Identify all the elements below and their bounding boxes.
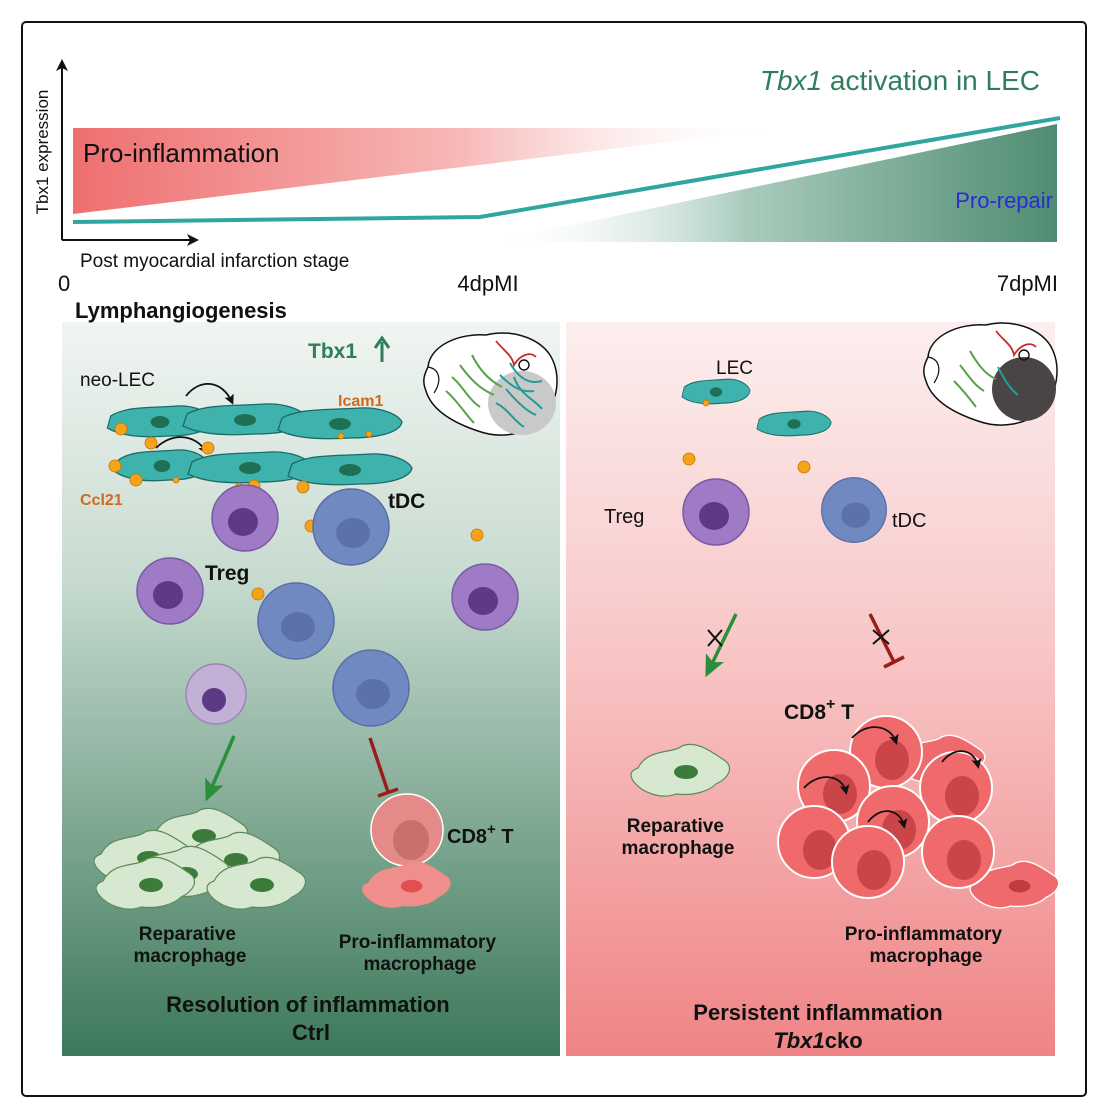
- cko-panel: LEC Treg tDC Reparative: [566, 322, 1060, 1056]
- tdc-cell: [257, 582, 335, 660]
- tbx1-expression-line: [72, 116, 1061, 224]
- treg-cell: [211, 484, 279, 552]
- timeline-section: Tbx1 expression Post myocardial infarcti…: [33, 59, 1061, 296]
- treg-label: Treg: [604, 506, 644, 528]
- cd8-t-label: CD8+ T: [784, 696, 854, 724]
- cd8-t-label: CD8+ T: [447, 821, 514, 848]
- treg-cell: [451, 563, 519, 631]
- heart-icon: [423, 332, 558, 436]
- cko-footer-title: Persistent inflammation: [693, 1000, 942, 1025]
- neo-lec-label: neo-LEC: [80, 370, 155, 391]
- cko-footer-genotype: Tbx1cko: [773, 1028, 862, 1053]
- up-arrow-icon: [373, 335, 391, 362]
- tbx1-up-label: Tbx1: [308, 340, 357, 363]
- ccl21-label: Ccl21: [80, 492, 123, 509]
- treg-cell: [136, 557, 204, 625]
- pro-inflammatory-macrophage: [362, 861, 451, 908]
- tick-start: 0: [58, 271, 70, 296]
- timeline-title: Tbx1 activation in LEC: [760, 65, 1040, 96]
- ccl21-ligands: [108, 422, 484, 601]
- ctrl-footer-title: Resolution of inflammation Ctrl: [166, 992, 456, 1045]
- icam1-label: Icam1: [338, 393, 383, 410]
- proliferation-arrows: [803, 726, 982, 829]
- lec-label: LEC: [716, 358, 753, 379]
- pro-inflammatory-macrophage-label: Pro-inflammatory macrophage: [845, 924, 1008, 967]
- treg-cell: [682, 478, 750, 546]
- tdc-cell: [821, 477, 887, 543]
- treg-label: Treg: [205, 562, 249, 585]
- pro-repair-label: Pro-repair: [955, 188, 1053, 213]
- inhibit-arrow-icon: [368, 737, 399, 798]
- tdc-label: tDC: [388, 490, 425, 513]
- pro-inflammation-label: Pro-inflammation: [83, 138, 280, 168]
- tick-7dpmi: 7dpMI: [997, 271, 1058, 296]
- reparative-macrophage-label: Reparative macrophage: [134, 924, 247, 967]
- cko-panel-background: [566, 322, 1055, 1056]
- tdc-cell: [332, 649, 410, 727]
- pro-inflammatory-macrophage-label: Pro-inflammatory macrophage: [339, 932, 502, 975]
- pro-inflammation-wedge: [73, 128, 785, 214]
- treg-cell: [185, 663, 247, 725]
- lymphangiogenesis-heading: Lymphangiogenesis: [75, 298, 287, 323]
- y-axis-label: Tbx1 expression: [33, 90, 52, 215]
- promote-arrow-icon: [205, 735, 236, 802]
- heart-icon: [923, 322, 1058, 426]
- blocked-promote-arrow-icon: [705, 613, 738, 678]
- ccl21-ligands: [682, 399, 811, 474]
- ctrl-panel: Lymphangiogenesis Tbx1 neo-LEC Icam1 Ccl…: [62, 298, 560, 1056]
- reparative-macrophage-label: Reparative macrophage: [622, 816, 735, 859]
- cd8-t-cell: [370, 793, 444, 867]
- curved-arrow-icon: [185, 382, 234, 405]
- blocked-inhibit-arrow-icon: [868, 613, 905, 669]
- tdc-label: tDC: [892, 510, 926, 532]
- tdc-cell: [312, 488, 390, 566]
- x-axis-label: Post myocardial infarction stage: [80, 251, 349, 272]
- pro-repair-wedge: [490, 124, 1057, 242]
- tick-4dpmi: 4dpMI: [457, 271, 518, 296]
